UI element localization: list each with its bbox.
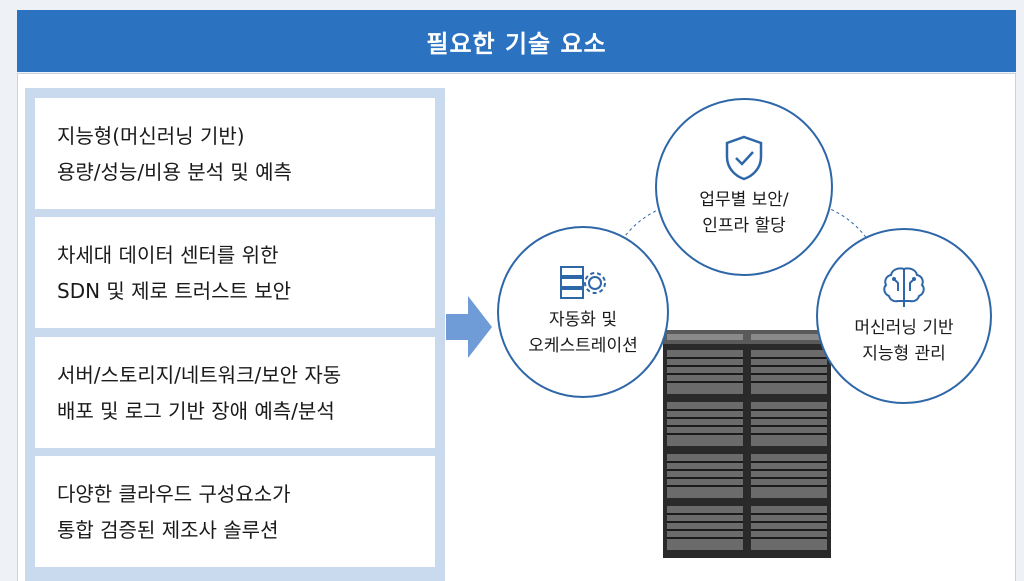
circle-right-line2: 지능형 관리 — [862, 344, 946, 364]
list-item-line1: 지능형(머신러닝 기반) — [57, 123, 245, 148]
list-item-line2: 배포 및 로그 기반 장애 예측/분석 — [57, 398, 335, 423]
circle-top-line2: 인프라 할당 — [702, 216, 786, 236]
circle-left-line1: 자동화 및 — [549, 310, 617, 330]
diagram-title-bar: 필요한 기술 요소 — [17, 10, 1016, 72]
circle-automation: 자동화 및 오케스트레이션 — [497, 226, 669, 398]
circle-left-line2: 오케스트레이션 — [528, 336, 638, 356]
requirements-list: 지능형(머신러닝 기반) 용량/성능/비용 분석 및 예측 차세대 데이터 센터… — [25, 88, 445, 581]
right-arrow-icon — [446, 296, 492, 358]
circle-ml-management: 머신러닝 기반 지능형 관리 — [816, 228, 992, 404]
list-item: 차세대 데이터 센터를 위한 SDN 및 제로 트러스트 보안 — [35, 217, 435, 328]
server-gear-icon — [560, 266, 606, 299]
brain-circuit-icon — [883, 267, 925, 307]
server-rack-image — [663, 330, 831, 562]
list-item-line1: 차세대 데이터 센터를 위한 — [57, 242, 279, 267]
list-item-line1: 서버/스토리지/네트워크/보안 자동 — [57, 362, 342, 387]
list-item-line2: SDN 및 제로 트러스트 보안 — [57, 278, 292, 303]
diagram-title: 필요한 기술 요소 — [426, 29, 607, 58]
circle-right-line1: 머신러닝 기반 — [854, 318, 954, 338]
list-item-line2: 통합 검증된 제조사 솔루션 — [57, 517, 279, 542]
shield-check-icon — [725, 135, 763, 181]
list-item-line2: 용량/성능/비용 분석 및 예측 — [57, 159, 292, 184]
list-item: 서버/스토리지/네트워크/보안 자동 배포 및 로그 기반 장애 예측/분석 — [35, 337, 435, 448]
list-item: 다양한 클라우드 구성요소가 통합 검증된 제조사 솔루션 — [35, 456, 435, 567]
list-item-line1: 다양한 클라우드 구성요소가 — [57, 481, 291, 506]
list-item: 지능형(머신러닝 기반) 용량/성능/비용 분석 및 예측 — [35, 98, 435, 209]
circle-security-allocation: 업무별 보안/ 인프라 할당 — [655, 98, 833, 276]
circle-top-line1: 업무별 보안/ — [699, 190, 789, 210]
